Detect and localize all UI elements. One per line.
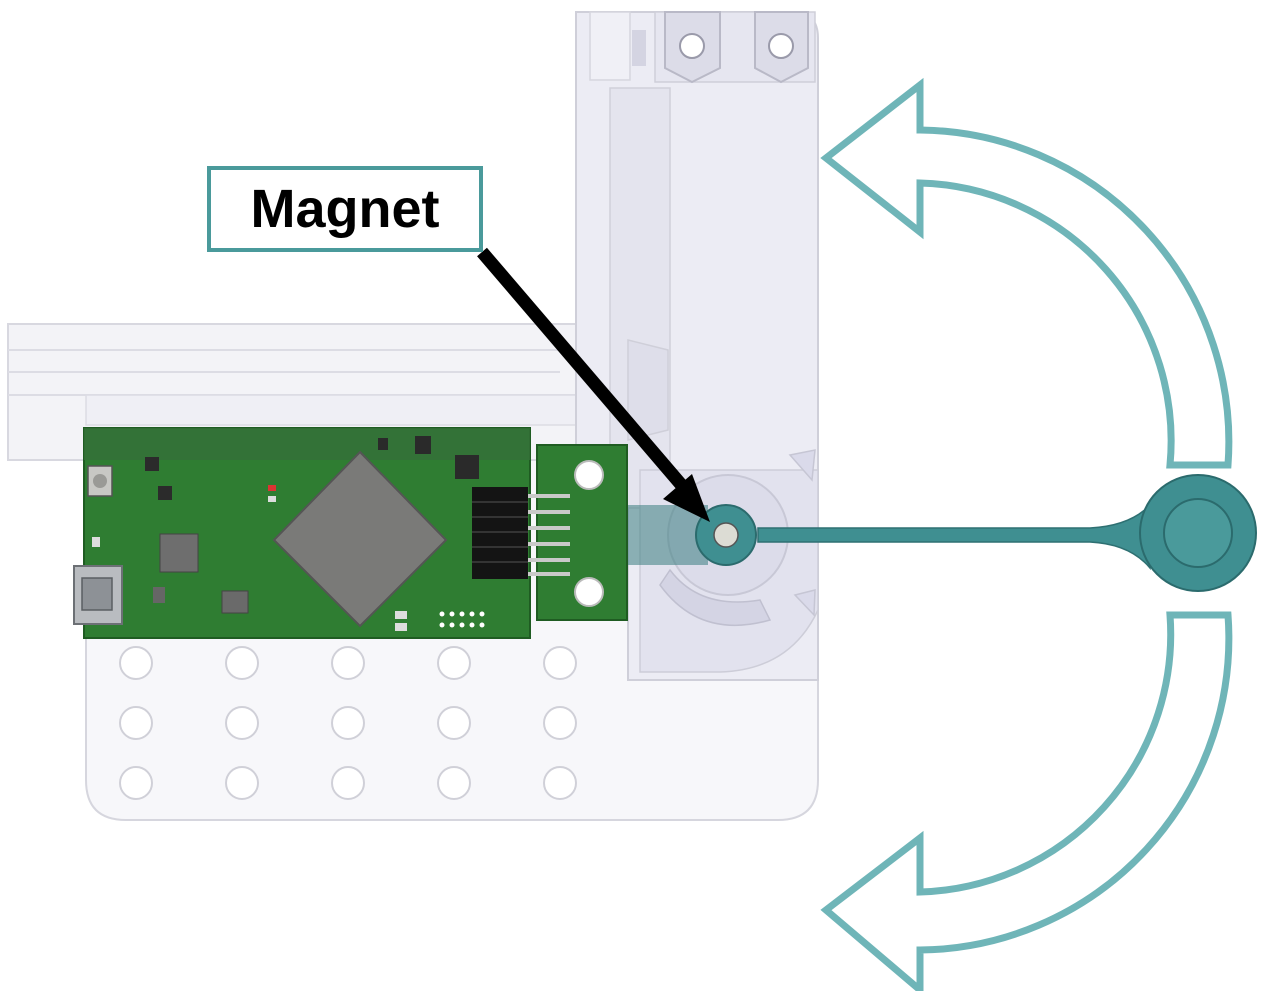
magnet-label: Magnet [250, 179, 440, 239]
sensor-board [528, 444, 708, 621]
rotate-down-arrow-icon [820, 611, 1233, 991]
main-pcb [73, 427, 531, 639]
magnet-callout: Magnet [207, 166, 483, 252]
fpga-chip [272, 450, 448, 628]
mounting-holes [119, 646, 577, 800]
usb-connector [73, 565, 123, 625]
magnet-lever [695, 474, 1257, 592]
pointer-arrow-icon [477, 247, 710, 522]
rotate-up-arrow-icon [820, 77, 1233, 469]
pin-header [472, 487, 528, 579]
